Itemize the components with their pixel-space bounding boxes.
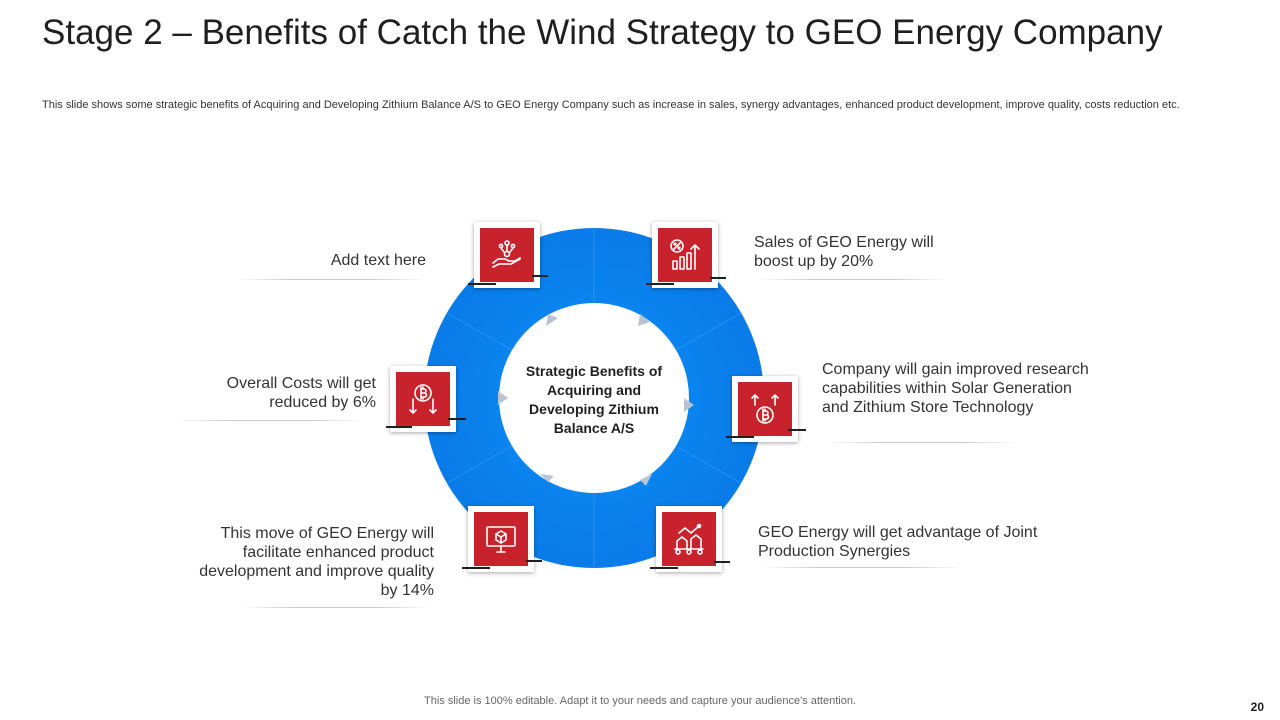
decor-dash	[386, 426, 412, 428]
benefit-label-1: Add text here	[330, 252, 426, 269]
decor-dash	[448, 418, 466, 420]
decor-dash	[710, 277, 726, 279]
conveyor-production-icon	[674, 523, 704, 555]
label-underline	[826, 442, 1016, 443]
benefit-label-2: Sales of GEO Energy will boost up by 20%	[754, 234, 934, 270]
arrow-marker	[540, 474, 554, 482]
arrow-marker	[640, 474, 652, 486]
decor-dash	[650, 567, 678, 569]
decor-dash	[532, 275, 548, 277]
benefit-icon-box-4	[656, 506, 722, 572]
decor-dash	[714, 561, 730, 563]
decor-dash	[526, 560, 542, 562]
decor-dash	[726, 436, 754, 438]
benefit-label-5: This move of GEO Energy will facilitate …	[199, 525, 434, 599]
slide-footer: This slide is 100% editable. Adapt it to…	[424, 695, 856, 707]
decor-dash	[788, 429, 806, 431]
growth-chart-percent-icon	[670, 239, 700, 270]
decor-dash	[646, 283, 674, 285]
benefit-icon-box-2	[652, 222, 718, 288]
decor-dash	[468, 283, 496, 285]
center-label: Strategic Benefits of Acquiring and Deve…	[525, 363, 663, 436]
benefit-label-4: GEO Energy will get advantage of Joint P…	[758, 524, 1038, 560]
benefit-icon-box-5	[468, 506, 534, 572]
bitcoin-down-arrow-icon	[409, 384, 437, 414]
arrow-marker	[498, 391, 508, 405]
label-underline	[236, 279, 426, 280]
slide-subtitle: This slide shows some strategic benefits…	[42, 99, 1180, 111]
benefit-icon-box-3	[732, 376, 798, 442]
page-number: 20	[1250, 700, 1264, 714]
label-underline	[240, 607, 432, 608]
benefit-label-6: Overall Costs will get reduced by 6%	[226, 375, 376, 411]
label-underline	[176, 420, 366, 421]
benefit-icon-box-6	[390, 366, 456, 432]
benefit-icon-box-1	[474, 222, 540, 288]
ring	[424, 228, 764, 568]
label-underline	[758, 279, 948, 280]
hand-idea-icon	[492, 240, 521, 268]
monitor-box-icon	[486, 526, 516, 553]
bitcoin-arrows-icon	[751, 394, 779, 424]
label-underline	[762, 567, 962, 568]
ring-arrows	[498, 314, 694, 486]
slide-title: Stage 2 – Benefits of Catch the Wind Str…	[42, 13, 1163, 52]
arrow-marker	[684, 398, 694, 412]
arrow-marker	[546, 314, 558, 326]
arrow-marker	[638, 314, 650, 326]
benefit-label-3: Company will gain improved research capa…	[822, 361, 1089, 416]
decor-dash	[462, 567, 490, 569]
